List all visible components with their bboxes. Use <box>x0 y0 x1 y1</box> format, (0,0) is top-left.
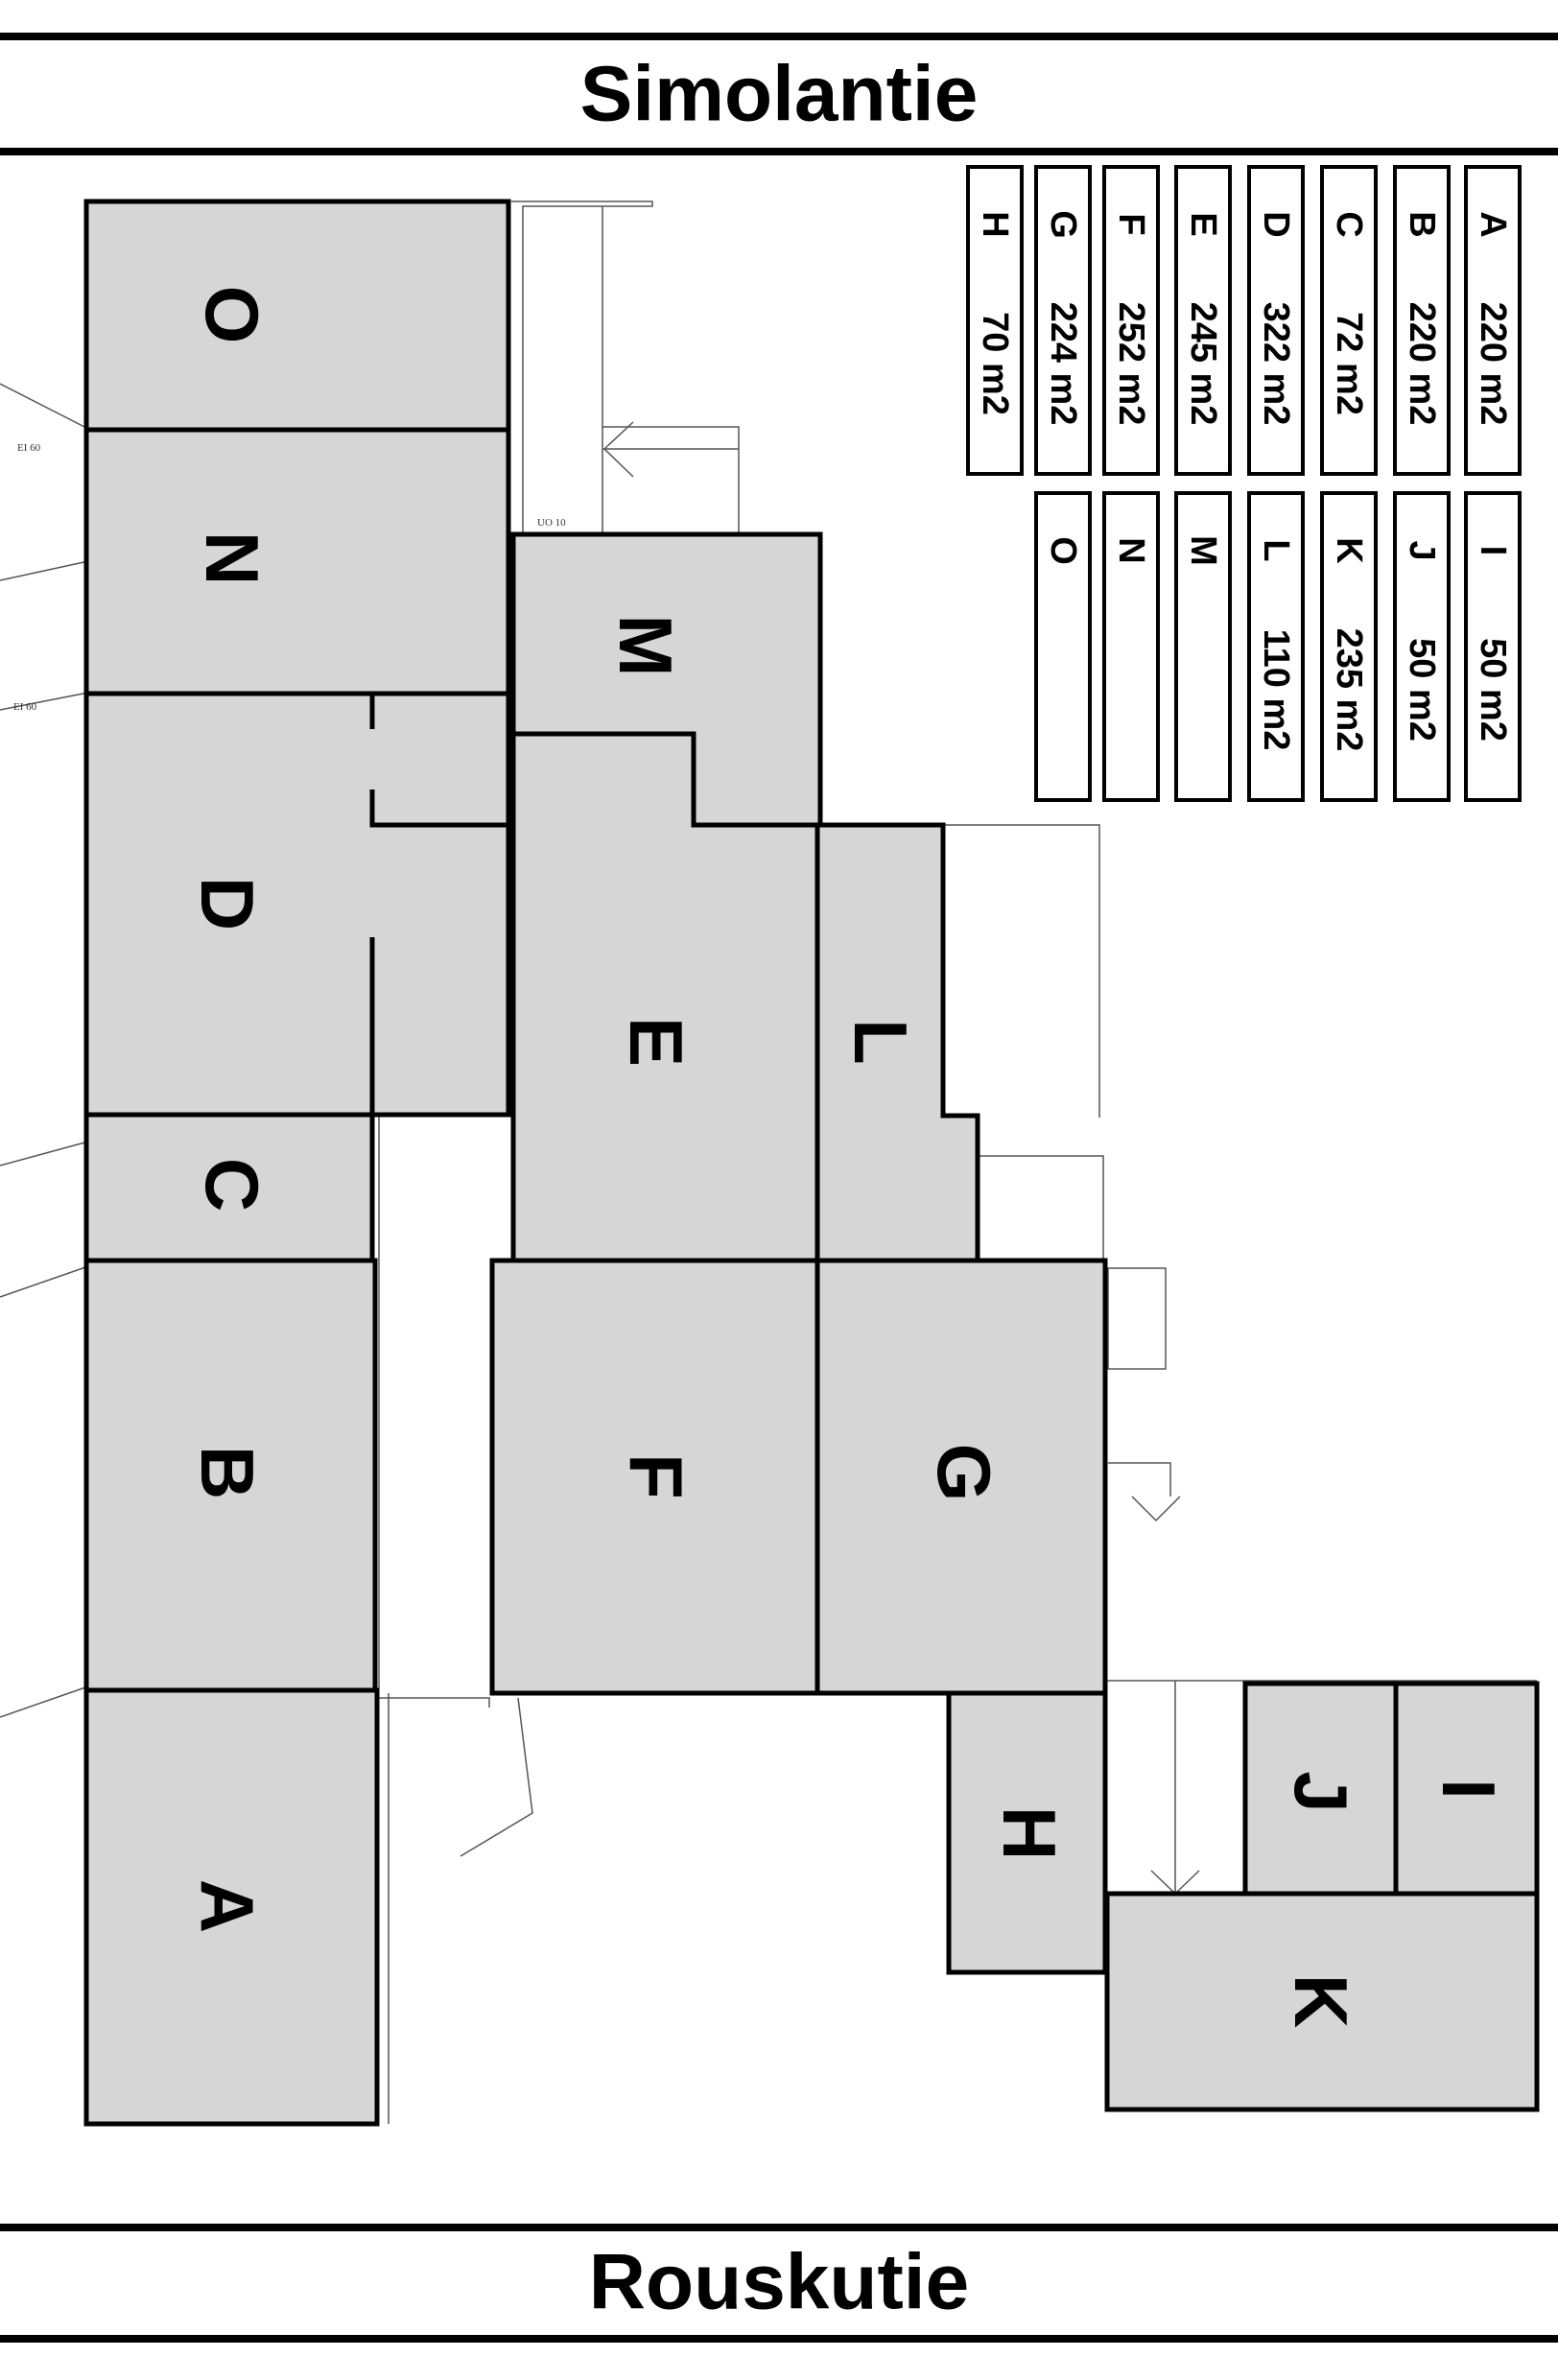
room-label-e: E <box>614 1017 698 1067</box>
room-label-d: D <box>185 877 270 931</box>
fire-rating-label: EI 60 <box>13 701 37 713</box>
room-label-l: L <box>838 1019 923 1065</box>
room-a[interactable] <box>83 1687 380 2127</box>
room-label-b: B <box>185 1446 270 1499</box>
legend-area: 235 m2 <box>1329 628 1369 752</box>
background-plan-lines: EI 60 EI 60 UO 10 <box>0 200 1537 2124</box>
legend-box-l <box>1247 491 1305 802</box>
legend-letter: E <box>1183 212 1223 236</box>
legend-box-c <box>1320 165 1378 476</box>
room-label-n: N <box>190 531 274 585</box>
room-n[interactable] <box>83 427 511 696</box>
legend-letter: B <box>1402 211 1442 237</box>
room-label-j: J <box>1279 1771 1363 1812</box>
legend-area: 245 m2 <box>1183 302 1223 426</box>
legend-letter: D <box>1256 211 1296 237</box>
legend-letter: A <box>1473 211 1513 237</box>
street-name-bottom: Rouskutie <box>589 2239 969 2326</box>
legend-box-b <box>1393 165 1451 476</box>
legend-letter: N <box>1111 537 1151 563</box>
room-h[interactable] <box>946 1690 1108 1975</box>
room-c[interactable] <box>83 1112 375 1263</box>
room-d-internal-walls <box>369 694 508 1115</box>
room-label-i: I <box>1427 1779 1511 1800</box>
room-labels: O N D C B A M E L F G H J I K <box>185 286 1511 2029</box>
legend-area: 110 m2 <box>1256 629 1296 751</box>
room-i[interactable] <box>1393 1681 1540 1897</box>
legend-area: 220 m2 <box>1473 302 1513 426</box>
legend-area: 50 m2 <box>1402 638 1442 742</box>
legend-box-e <box>1174 165 1232 476</box>
room-k[interactable] <box>1104 1891 1540 2112</box>
legend-letter: I <box>1473 546 1513 556</box>
legend-letter: J <box>1402 540 1442 560</box>
legend-area: 322 m2 <box>1256 302 1296 426</box>
legend-area: 72 m2 <box>1329 312 1369 415</box>
legend-area: 70 m2 <box>975 312 1015 415</box>
legend-area: 50 m2 <box>1473 638 1513 742</box>
legend-box-f <box>1102 165 1160 476</box>
room-o[interactable] <box>83 199 511 433</box>
rooms <box>83 199 1540 2127</box>
legend-letter: O <box>1043 536 1083 565</box>
room-f[interactable] <box>489 1258 820 1696</box>
legend-area: 224 m2 <box>1043 302 1083 426</box>
area-legend: A 220 m2 B 220 m2 C 72 m2 D 322 m2 E 245 m2 F 252 m… <box>966 165 1522 802</box>
legend-letter: G <box>1043 210 1083 239</box>
legend-box-j <box>1393 491 1451 802</box>
legend-letter: L <box>1256 539 1296 561</box>
room-label-m: M <box>603 615 688 677</box>
legend-letter: K <box>1329 537 1369 564</box>
legend-box-k <box>1320 491 1378 802</box>
street-name-top: Simolantie <box>580 51 979 138</box>
room-label-c: C <box>190 1158 274 1212</box>
room-label-o: O <box>190 286 274 344</box>
legend-box-m <box>1174 491 1232 802</box>
room-g[interactable] <box>814 1258 1108 1696</box>
room-label-a: A <box>185 1879 270 1933</box>
fire-rating-label: EI 60 <box>17 442 41 454</box>
legend-box-i <box>1464 491 1522 802</box>
legend-area: 252 m2 <box>1111 302 1151 426</box>
room-b[interactable] <box>83 1258 378 1693</box>
legend-box-h <box>966 165 1024 476</box>
legend-letter: C <box>1329 211 1369 237</box>
room-d[interactable] <box>83 691 511 1118</box>
legend-letter: H <box>975 211 1015 237</box>
legend-box-a <box>1464 165 1522 476</box>
room-label-f: F <box>614 1453 698 1499</box>
legend-box-g <box>1034 165 1092 476</box>
legend-box-n <box>1102 491 1160 802</box>
legend-letter: M <box>1183 535 1223 566</box>
legend-box-o <box>1034 491 1092 802</box>
room-label-g: G <box>922 1444 1006 1502</box>
legend-letter: F <box>1111 213 1151 235</box>
room-label-h: H <box>987 1806 1072 1860</box>
legend-box-d <box>1247 165 1305 476</box>
room-label-k: K <box>1279 1974 1363 2028</box>
legend-area: 220 m2 <box>1402 302 1442 426</box>
door-rating-label: UO 10 <box>537 517 566 529</box>
